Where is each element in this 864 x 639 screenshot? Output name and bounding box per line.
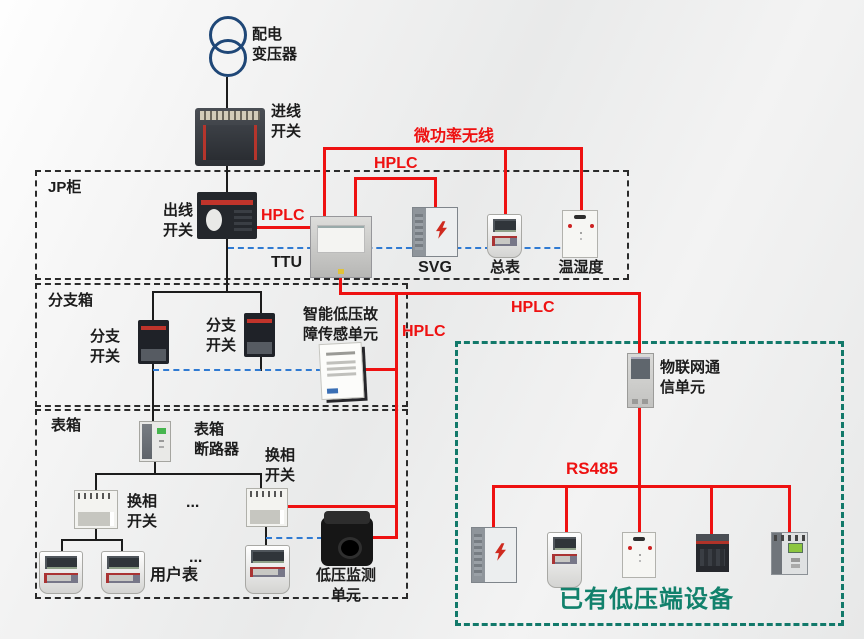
comm-jp-dashed bbox=[228, 247, 580, 249]
wire-microwireless-up bbox=[323, 147, 326, 217]
wire-branch-bus bbox=[153, 291, 262, 293]
branch-switch-right-label: 分支 开关 bbox=[206, 317, 237, 355]
hplc-top-label: HPLC bbox=[374, 155, 418, 172]
wire-phaseswitch-link bbox=[286, 505, 398, 508]
wire-hplc-vertical bbox=[395, 292, 398, 539]
fault-sensor-image bbox=[318, 341, 365, 401]
wire-rs485-drop1 bbox=[492, 485, 495, 528]
wire-branch-right-top bbox=[260, 291, 262, 314]
wire-microwireless-temphum bbox=[580, 147, 583, 210]
jp-cabinet-box bbox=[35, 170, 629, 280]
outgoing-switch-image bbox=[197, 192, 257, 239]
wire-usermeter1-drop bbox=[61, 539, 63, 553]
meter-box-breaker-label: 表箱 断路器 bbox=[194, 421, 240, 459]
branch-switch-left-label: 分支 开关 bbox=[90, 328, 121, 366]
user-meter3-image bbox=[245, 545, 290, 594]
phase-switch-right-label: 换相 开关 bbox=[265, 447, 296, 485]
wire-hplc-right-vertical bbox=[638, 292, 641, 532]
rs485-contactor-image bbox=[696, 534, 729, 572]
phase-switch-left-label: 换相 开关 bbox=[127, 493, 158, 531]
wire-hplc-ttu-up bbox=[354, 177, 357, 217]
existing-devices-box bbox=[455, 341, 844, 626]
wire-transformer-incoming bbox=[226, 77, 228, 109]
user-meter-label: 用户表 bbox=[150, 567, 199, 584]
ttu-label: TTU bbox=[271, 254, 303, 271]
iot-unit-label: 物联网通 信单元 bbox=[660, 359, 721, 397]
micro-power-wireless-label: 微功率无线 bbox=[414, 128, 495, 145]
wire-microwireless-mainmeter bbox=[504, 147, 507, 214]
branch-switch-left-image bbox=[138, 320, 169, 364]
wire-branch-left-top bbox=[152, 291, 154, 321]
wire-branch-right-down bbox=[260, 356, 262, 371]
svg-label: SVG bbox=[418, 259, 452, 276]
transformer-circle-bottom bbox=[209, 39, 247, 77]
rs485-softstarter-image bbox=[771, 532, 808, 575]
phase-switch-left-image bbox=[74, 490, 118, 529]
wire-rs485-drop2 bbox=[565, 485, 568, 533]
wire-microwireless-bus bbox=[323, 147, 583, 150]
hplc-left-label: HPLC bbox=[261, 207, 305, 224]
existing-devices-title: 已有低压端设备 bbox=[559, 586, 734, 613]
main-meter-label: 总表 bbox=[489, 259, 520, 276]
lv-monitor-image bbox=[321, 511, 373, 566]
branch-box-label: 分支箱 bbox=[48, 292, 94, 309]
wire-incoming-outgoing bbox=[226, 165, 228, 195]
wire-meterbox-bus bbox=[95, 473, 262, 475]
wire-outgoing-branch bbox=[226, 238, 228, 293]
wire-phase-left-top bbox=[95, 473, 97, 491]
meter-box-label: 表箱 bbox=[51, 417, 82, 434]
wire-branch-left-down bbox=[152, 363, 154, 423]
wire-hplc-ttu-svg bbox=[354, 177, 437, 180]
meter-box-breaker-image bbox=[139, 421, 171, 462]
comm-branch-dashed bbox=[153, 369, 322, 371]
phase-switch-right-image bbox=[246, 488, 288, 527]
lightning-icon bbox=[436, 221, 448, 240]
jp-cabinet-label: JP柜 bbox=[48, 179, 82, 196]
rs485-label: RS485 bbox=[566, 459, 618, 478]
wire-phase-right-top bbox=[260, 473, 262, 489]
wire-lvmonitor-link bbox=[370, 536, 398, 539]
wire-phase-left-down bbox=[95, 528, 97, 540]
ttu-image bbox=[310, 216, 372, 278]
outgoing-switch-label: 出线 开关 bbox=[163, 202, 194, 240]
temp-humidity-label: 温湿度 bbox=[558, 259, 604, 276]
incoming-switch-image bbox=[195, 108, 265, 166]
wire-usermeter2-drop bbox=[121, 539, 123, 553]
user-meter2-image bbox=[101, 551, 145, 594]
hplc-right-label: HPLC bbox=[511, 299, 555, 316]
wire-rs485-bus bbox=[492, 485, 791, 488]
hplc-vertical-label: HPLC bbox=[402, 323, 446, 340]
ellipsis-mid: ... bbox=[186, 494, 200, 511]
wire-usermeter-bus bbox=[61, 539, 123, 541]
wire-faultsensor-link bbox=[360, 368, 398, 371]
wire-hplc-svg-drop bbox=[434, 177, 437, 208]
branch-switch-right-image bbox=[244, 313, 275, 357]
wire-rs485-drop4 bbox=[710, 485, 713, 535]
incoming-switch-label: 进线 开关 bbox=[271, 103, 302, 141]
main-meter-image bbox=[487, 214, 522, 258]
rs485-cabinet-image bbox=[471, 527, 517, 583]
branch-box bbox=[35, 283, 408, 407]
comm-meterbox-dashed bbox=[266, 537, 323, 539]
lightning-icon bbox=[495, 543, 507, 561]
wire-phase-right-down bbox=[265, 526, 267, 547]
meter-box bbox=[35, 409, 408, 599]
breaker-detail bbox=[234, 209, 252, 231]
user-meter1-image bbox=[39, 551, 83, 594]
wire-hplc-main-horizontal bbox=[339, 292, 641, 295]
ellipsis-meters: ... bbox=[189, 549, 203, 566]
wire-hplc-breaker-ttu bbox=[255, 226, 311, 229]
rs485-sensor-image bbox=[622, 532, 656, 578]
temp-humidity-image bbox=[562, 210, 598, 258]
wire-ttu-down bbox=[339, 277, 342, 293]
transformer-label: 配电 变压器 bbox=[252, 26, 298, 64]
iot-unit-image bbox=[627, 353, 654, 408]
fault-sensor-label: 智能低压故 障传感单元 bbox=[303, 306, 379, 344]
wire-breaker-down bbox=[154, 460, 156, 474]
lv-monitor-label: 低压监测 单元 bbox=[315, 567, 376, 605]
wire-rs485-drop5 bbox=[788, 485, 791, 533]
svg-cabinet-image bbox=[412, 207, 458, 257]
rs485-meter-image bbox=[547, 532, 582, 588]
